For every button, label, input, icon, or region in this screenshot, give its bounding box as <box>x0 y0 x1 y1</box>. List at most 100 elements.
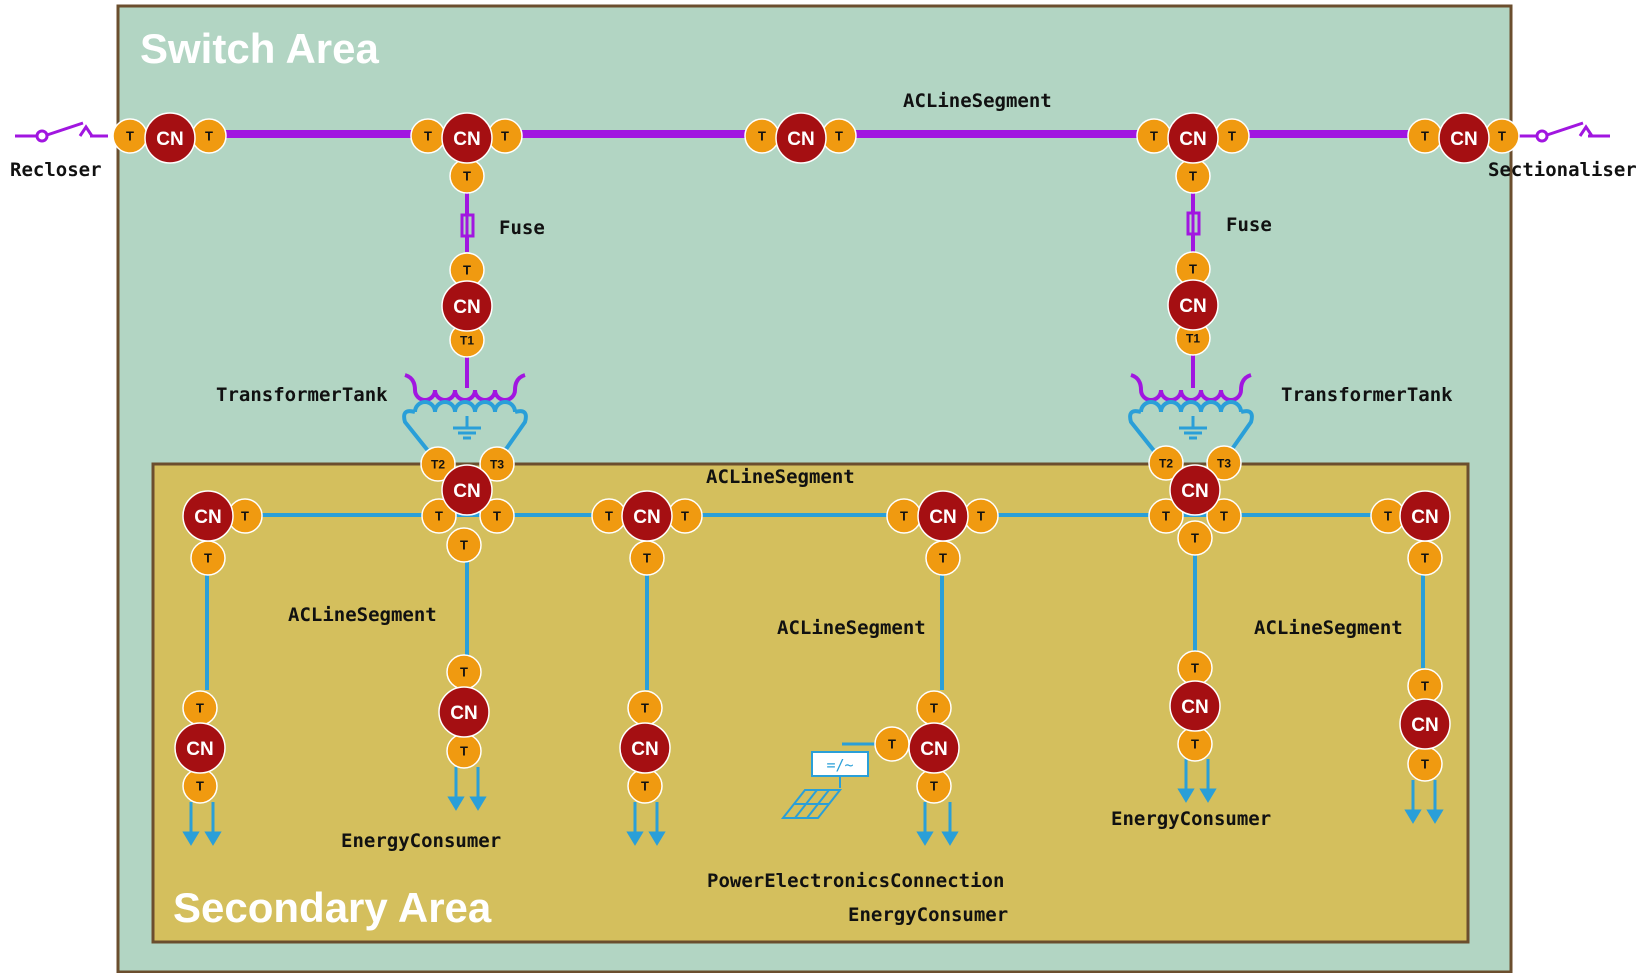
terminal: T3 <box>1206 445 1242 481</box>
terminal: T <box>1407 540 1443 576</box>
terminal: T <box>916 690 952 726</box>
connectivity-node: CN <box>441 112 493 164</box>
terminal-label: T <box>1421 129 1429 144</box>
connectivity-node: CN <box>621 490 673 542</box>
fuse-right-label: Fuse <box>1226 214 1272 236</box>
terminal-label: T <box>435 509 443 524</box>
terminal: T <box>479 498 515 534</box>
connectivity-node-label: CN <box>633 507 660 528</box>
load-arrow-icon <box>916 802 959 846</box>
terminal-label: T <box>493 509 501 524</box>
connectivity-node: CN <box>1399 490 1451 542</box>
sectionaliser-icon <box>1535 121 1594 143</box>
acline-top-label: ACLineSegment <box>903 90 1052 112</box>
terminal-label: T <box>460 538 468 553</box>
connectivity-node-label: CN <box>1179 296 1206 317</box>
terminal-label: T <box>1189 169 1197 184</box>
terminal-label: T <box>900 509 908 524</box>
acline-secondary-main-label: ACLineSegment <box>706 466 855 488</box>
terminal-label: T <box>241 509 249 524</box>
terminal-label: T <box>977 509 985 524</box>
connectivity-node: CN <box>182 490 234 542</box>
terminal: T <box>1484 118 1520 154</box>
terminal-label: T <box>424 129 432 144</box>
transformer-right-label: TransformerTank <box>1281 384 1453 406</box>
terminal: T <box>446 527 482 563</box>
terminal-label: T <box>1189 262 1197 277</box>
sectionaliser-label: Sectionaliser <box>1488 159 1637 181</box>
terminal: T <box>449 158 485 194</box>
terminal-label: T <box>501 129 509 144</box>
terminal: T2 <box>1148 445 1184 481</box>
terminal: T <box>446 733 482 769</box>
terminal-label: T <box>643 551 651 566</box>
terminal-label: T <box>463 169 471 184</box>
recloser-label: Recloser <box>10 159 102 181</box>
terminal-label: T <box>196 779 204 794</box>
connectivity-node: CN <box>908 722 960 774</box>
secondary-area-title: Secondary Area <box>173 884 492 931</box>
fuse-icon <box>460 212 475 239</box>
terminal-label: T1 <box>1186 331 1200 345</box>
connectivity-node: CN <box>1167 279 1219 331</box>
terminal: T1 <box>449 322 485 358</box>
connectivity-node-label: CN <box>1411 715 1438 736</box>
connectivity-node-label: CN <box>194 507 221 528</box>
terminal-label: T <box>196 701 204 716</box>
transformer-icon <box>1128 373 1254 464</box>
energy-consumer-label-1: EnergyConsumer <box>341 830 501 852</box>
terminal: T <box>1407 118 1443 154</box>
connectivity-node: CN <box>441 280 493 332</box>
fuse-icon <box>1186 210 1201 237</box>
terminal-label: T <box>1220 509 1228 524</box>
terminal: T <box>1136 118 1172 154</box>
terminal: T2 <box>420 446 456 482</box>
terminal: T <box>591 498 627 534</box>
inverter-icon: =/~ <box>811 751 869 788</box>
transformer-icon <box>402 373 528 464</box>
terminal: T <box>410 118 446 154</box>
terminal: T <box>182 690 218 726</box>
connectivity-node: CN <box>775 112 827 164</box>
connectivity-node-label: CN <box>1179 129 1206 150</box>
connectivity-node-label: CN <box>450 703 477 724</box>
energy-consumer-label-2: EnergyConsumer <box>1111 808 1271 830</box>
terminal-label: T <box>1191 661 1199 676</box>
terminal: T <box>112 118 148 154</box>
terminal: T <box>1407 746 1443 782</box>
connectivity-node: CN <box>1438 112 1490 164</box>
connectivity-node: CN <box>917 490 969 542</box>
terminal-label: T <box>460 665 468 680</box>
energy-consumer-label-3: EnergyConsumer <box>848 904 1008 926</box>
terminal-label: T3 <box>490 457 504 471</box>
connectivity-node-label: CN <box>453 481 480 502</box>
load-arrow-icon <box>626 802 666 846</box>
connectivity-node-label: CN <box>1450 129 1477 150</box>
secondary-area <box>151 462 1470 944</box>
connectivity-node-label: CN <box>1411 507 1438 528</box>
connectivity-node-label: CN <box>1181 697 1208 718</box>
terminal: T <box>821 118 857 154</box>
terminal: T <box>627 768 663 804</box>
terminal-label: T <box>204 551 212 566</box>
terminal-label: T <box>1384 509 1392 524</box>
terminal: T <box>629 540 665 576</box>
terminal-label: T1 <box>460 333 474 347</box>
labels: Recloser Sectionaliser ACLineSegment Fus… <box>10 90 1637 926</box>
terminal: T <box>421 498 457 534</box>
connectivity-node: CN <box>438 686 490 738</box>
terminal: T <box>627 690 663 726</box>
terminal-label: T <box>641 701 649 716</box>
terminal: T <box>1214 118 1250 154</box>
connectivity-node: CN <box>1169 680 1221 732</box>
terminal: T <box>667 498 703 534</box>
connectivity-node-label: CN <box>186 739 213 760</box>
terminal-label: T <box>1150 129 1158 144</box>
power-electronics-connection-label: PowerElectronicsConnection <box>707 870 1004 892</box>
terminal: T <box>1177 520 1213 556</box>
recloser-icon <box>35 121 94 143</box>
terminal: T <box>744 118 780 154</box>
terminal-label: T <box>126 129 134 144</box>
terminal: T <box>874 726 910 762</box>
